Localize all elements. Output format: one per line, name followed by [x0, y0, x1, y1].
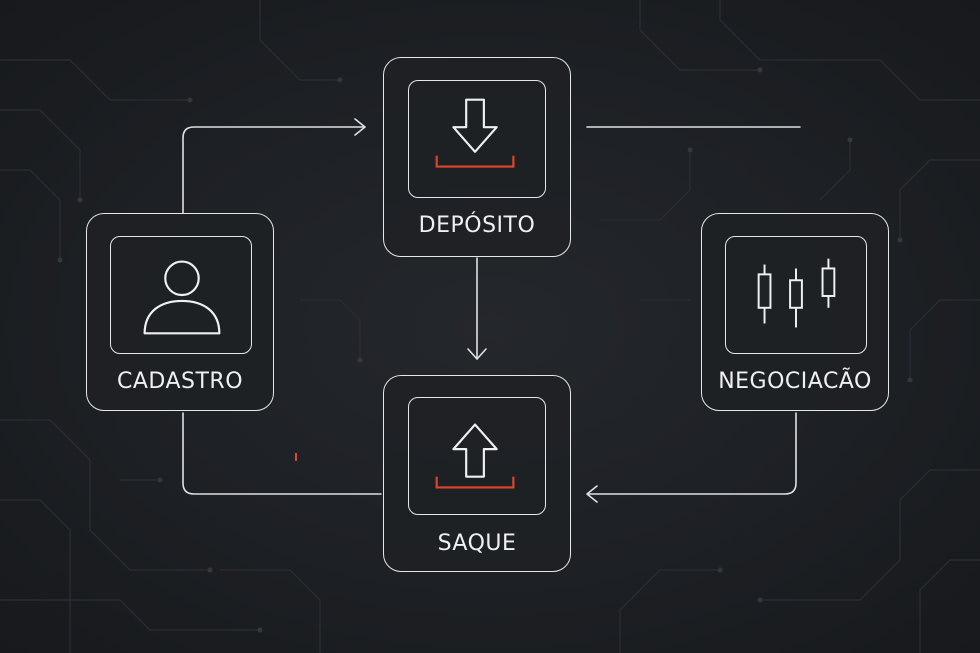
node-cadastro[interactable]: CADASTRO	[86, 213, 274, 411]
node-negociacao-label: NEGOCIACÃO	[718, 369, 872, 394]
arrowhead-from-negociacao	[586, 485, 598, 503]
user-icon	[143, 260, 221, 335]
node-deposito[interactable]: DEPÓSITO	[383, 57, 571, 257]
node-saque[interactable]: SAQUE	[383, 375, 571, 572]
node-saque-icon-frame	[408, 397, 546, 515]
node-deposito-icon-frame	[408, 80, 546, 198]
candlestick-chart-icon	[757, 258, 836, 328]
connector-cadastro-to-deposito	[182, 126, 365, 214]
node-saque-label: SAQUE	[437, 531, 517, 556]
arrowhead-to-saque	[467, 348, 487, 360]
node-cadastro-label: CADASTRO	[116, 369, 244, 394]
node-cadastro-icon-frame	[110, 236, 252, 354]
download-icon	[435, 98, 515, 168]
connector-cadastro-to-saque	[182, 412, 382, 495]
upload-icon	[435, 423, 515, 489]
connector-negociacao-to-saque	[587, 412, 797, 495]
node-negociacao-icon-frame	[725, 236, 867, 354]
node-negociacao[interactable]: NEGOCIACÃO	[701, 213, 889, 411]
node-deposito-label: DEPÓSITO	[418, 213, 536, 238]
arrowhead-to-deposito	[354, 118, 366, 136]
